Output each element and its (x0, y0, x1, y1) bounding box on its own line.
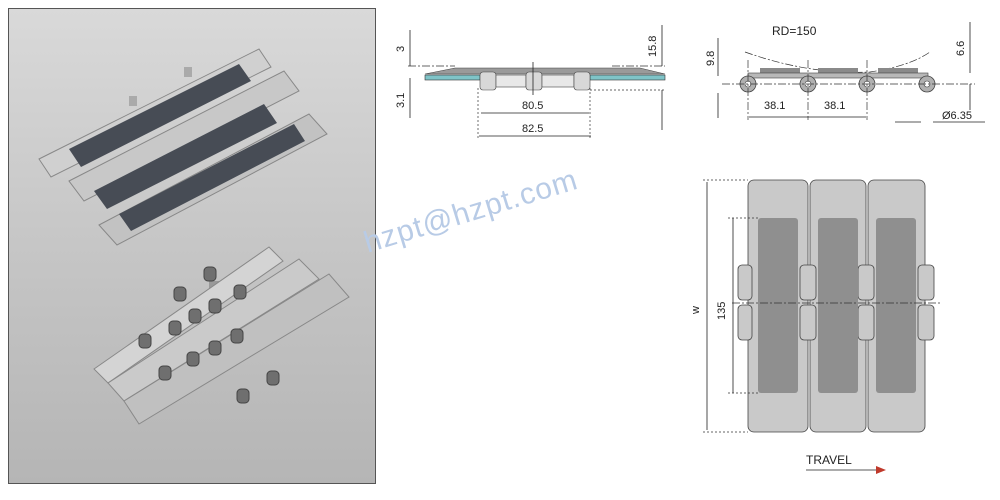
travel-label: TRAVEL (806, 453, 852, 467)
dim-inner-width: 80.5 (522, 100, 543, 112)
top-view-drawing: w 135 TRAVEL (690, 179, 940, 474)
bottom-plate-chain (93, 246, 350, 425)
dim-top-thickness: 3 (395, 46, 407, 52)
top-plate-chain (38, 48, 328, 289)
dim-width-label: w (690, 306, 702, 315)
side-view-drawing: 3 3.1 15.8 80.5 82.5 (395, 25, 666, 140)
product-photo (8, 8, 376, 484)
dim-outer-width: 82.5 (522, 123, 543, 135)
travel-arrowhead-icon (876, 466, 886, 474)
dim-bottom-thickness: 3.1 (395, 93, 407, 108)
pitch-2: 38.1 (824, 100, 845, 112)
dim-pad-width: 135 (716, 302, 728, 320)
pitch-1: 38.1 (764, 100, 785, 112)
dim-height: 15.8 (647, 36, 659, 57)
dim-height: 9.8 (705, 51, 717, 66)
backflex-radius: RD=150 (772, 24, 817, 38)
profile-view-drawing: RD=150 9.8 6.6 38.1 38.1 Ø6.35 (705, 22, 985, 123)
pin-diameter: Ø6.35 (942, 110, 972, 122)
dim-pin-offset: 6.6 (955, 41, 967, 56)
chain-plates-illustration (38, 48, 350, 425)
